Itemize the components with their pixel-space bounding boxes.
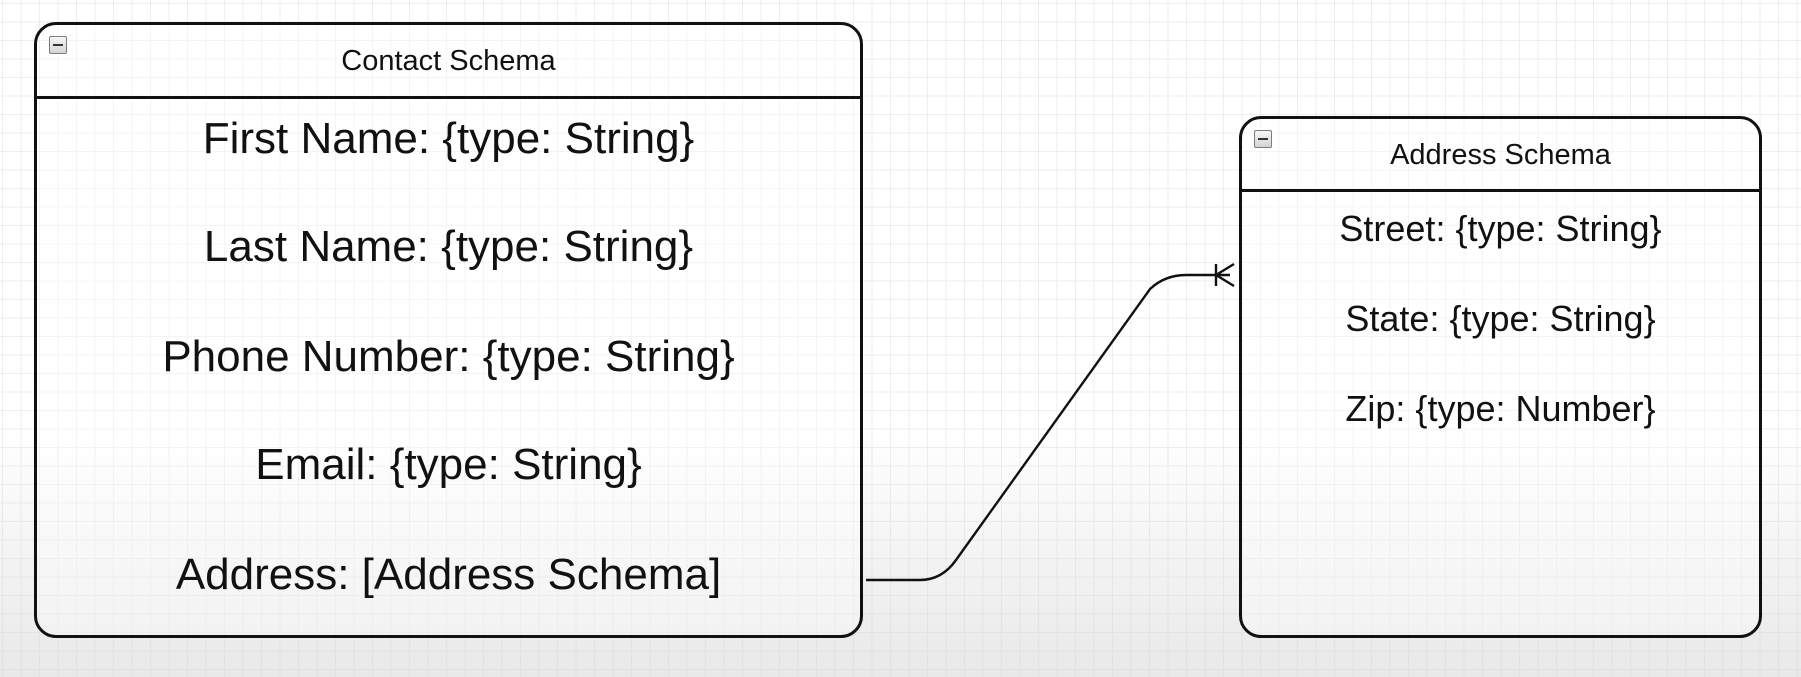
field-last-name[interactable]: Last Name: {type: String} — [203, 222, 694, 271]
minus-square-icon[interactable] — [49, 36, 67, 54]
crow-foot-one-or-many-icon — [1214, 262, 1235, 288]
address-schema-title: Address Schema — [1390, 138, 1611, 171]
field-address[interactable]: Address: [Address Schema] — [175, 550, 722, 599]
field-street[interactable]: Street: {type: String} — [1339, 208, 1662, 249]
field-zip[interactable]: Zip: {type: Number} — [1345, 388, 1656, 429]
contact-schema-header[interactable]: Contact Schema — [37, 25, 860, 99]
field-phone-number[interactable]: Phone Number: {type: String} — [162, 332, 735, 381]
relationship-line — [866, 273, 1230, 582]
contact-schema-title: Contact Schema — [341, 45, 556, 77]
minus-square-icon[interactable] — [1254, 130, 1272, 148]
field-first-name[interactable]: First Name: {type: String} — [202, 114, 695, 163]
address-schema-entity[interactable]: Address Schema Street: {type: String} St… — [1239, 116, 1762, 638]
contact-schema-entity[interactable]: Contact Schema First Name: {type: String… — [34, 22, 863, 638]
field-email[interactable]: Email: {type: String} — [255, 440, 642, 489]
field-state[interactable]: State: {type: String} — [1345, 298, 1656, 339]
address-schema-header[interactable]: Address Schema — [1242, 119, 1759, 192]
